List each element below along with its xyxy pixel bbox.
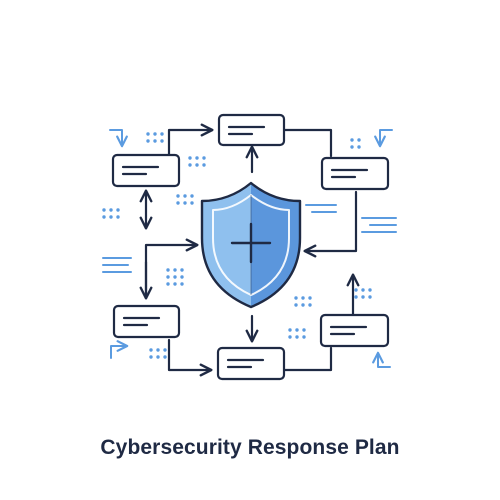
decor-dot — [183, 194, 187, 198]
card-bottom — [216, 346, 286, 381]
decor-dot — [350, 138, 354, 142]
connector-bottom-to-right-bottom — [283, 346, 333, 372]
decor-dot — [180, 268, 184, 272]
decor-dot — [308, 303, 312, 307]
decor-dot — [202, 163, 206, 167]
decor-dot — [295, 335, 299, 339]
connector-branch-to-shield — [144, 238, 199, 299]
decor-dot — [295, 328, 299, 332]
decor-dot — [180, 282, 184, 286]
decor-dot — [190, 201, 194, 205]
decor-dot — [368, 295, 372, 299]
decor-dot — [188, 163, 192, 167]
card-left-bottom — [112, 304, 181, 339]
process-card-icon — [111, 153, 181, 188]
shield-inner-outline — [212, 194, 290, 296]
decor-dot — [188, 156, 192, 160]
process-card-icon — [217, 113, 286, 147]
decor-dot — [173, 268, 177, 272]
decor-dot — [350, 145, 354, 149]
process-card-icon — [216, 346, 286, 381]
process-card-icon — [319, 313, 390, 348]
shield-left-half — [202, 183, 251, 307]
decor-dot — [357, 138, 361, 142]
decor-dot — [116, 215, 120, 219]
decor-dot — [176, 201, 180, 205]
decor-dot — [163, 348, 167, 352]
speed-lines-icon — [102, 204, 397, 273]
decor-dot — [302, 328, 306, 332]
decor-dot — [176, 194, 180, 198]
decor-dot — [294, 303, 298, 307]
decor-dot — [183, 201, 187, 205]
decor-dot — [102, 215, 106, 219]
decor-dot — [166, 275, 170, 279]
decor-dot — [149, 355, 153, 359]
connector-top-to-right-top — [282, 128, 333, 158]
decor-dot — [146, 132, 150, 136]
decor-dot — [163, 355, 167, 359]
decor-dot — [109, 215, 113, 219]
decor-dot — [288, 335, 292, 339]
flow-connectors — [139, 123, 360, 377]
decor-dot — [361, 288, 365, 292]
decor-dot — [202, 156, 206, 160]
decor-dot — [156, 348, 160, 352]
connector-left-top-to-top — [167, 123, 214, 158]
dot-grid-icon — [102, 132, 372, 359]
shield-cross-icon — [200, 181, 302, 309]
decor-dot — [301, 303, 305, 307]
decor-dot — [160, 139, 164, 143]
decor-dot — [308, 296, 312, 300]
decor-dot — [354, 295, 358, 299]
connector-right-top-to-shield — [303, 190, 358, 258]
decor-dot — [354, 288, 358, 292]
decor-dot — [288, 328, 292, 332]
decor-dot — [166, 282, 170, 286]
shield-right-half — [251, 183, 300, 307]
process-cards — [111, 113, 390, 381]
decor-dot — [149, 348, 153, 352]
process-card-icon — [320, 156, 390, 191]
corner-arrow-icon — [109, 129, 393, 368]
decor-dot — [195, 156, 199, 160]
decor-dot — [357, 145, 361, 149]
decor-dot — [195, 163, 199, 167]
card-right-top — [320, 156, 390, 191]
decor-dot — [361, 295, 365, 299]
decor-dot — [160, 132, 164, 136]
card-right-bottom — [319, 313, 390, 348]
decor-dot — [302, 335, 306, 339]
process-card-icon — [112, 304, 181, 339]
decor-dot — [153, 139, 157, 143]
decor-dot — [153, 132, 157, 136]
connector-left-bottom-to-bottom — [167, 338, 213, 377]
decor-dot — [301, 296, 305, 300]
decor-dot — [173, 282, 177, 286]
card-left-top — [111, 153, 181, 188]
shield-outline — [200, 181, 302, 309]
decor-dot — [294, 296, 298, 300]
decor-dot — [146, 139, 150, 143]
decor-dot — [173, 275, 177, 279]
decor-dot — [190, 194, 194, 198]
card-top — [217, 113, 286, 147]
decor-dot — [156, 355, 160, 359]
decor-dot — [166, 268, 170, 272]
decor-dot — [109, 208, 113, 212]
diagram-caption: Cybersecurity Response Plan — [100, 436, 400, 459]
decor-dot — [368, 288, 372, 292]
decor-dot — [116, 208, 120, 212]
decor-dot — [102, 208, 106, 212]
decor-dot — [180, 275, 184, 279]
